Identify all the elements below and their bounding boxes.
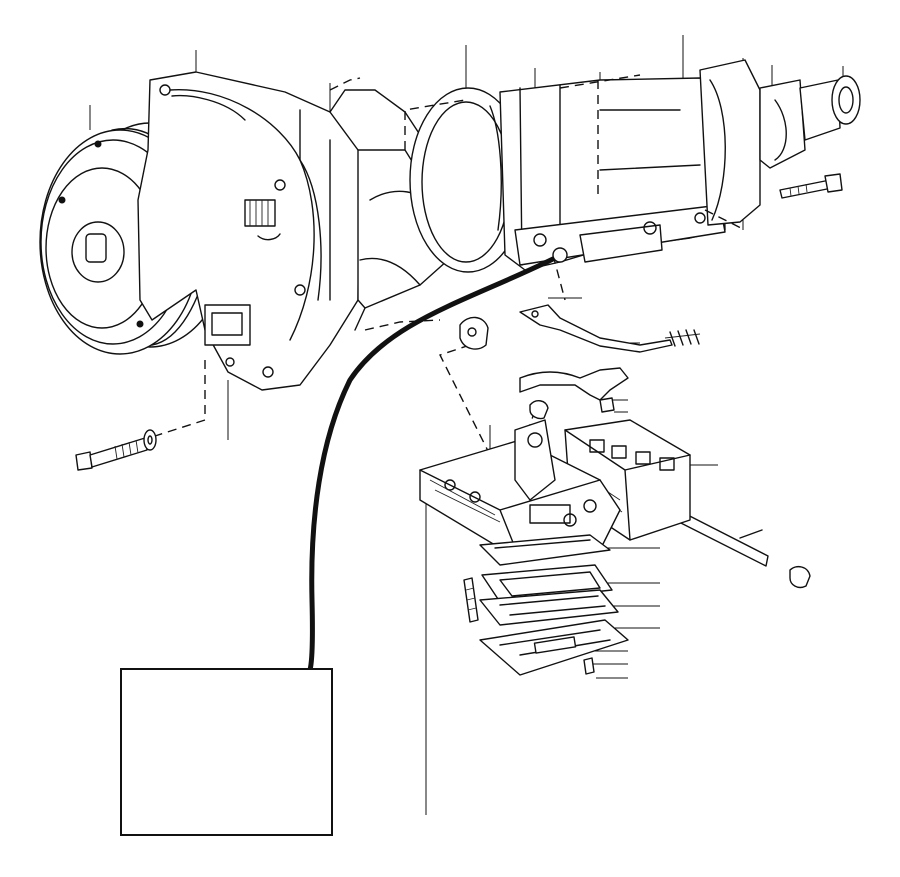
separator-plate [480,535,610,565]
filter-plate [480,590,618,625]
assembly-dash-lines [155,75,745,455]
valve-body-lower [420,420,620,560]
main-case [410,78,725,272]
oil-pan [480,620,628,675]
control-cable [310,248,567,670]
converter-housing [138,72,360,390]
legend-box [121,669,332,835]
shift-linkage [460,305,700,419]
pan-bolts [464,578,594,674]
housing-bolt [76,430,156,470]
extension-housing [700,60,860,225]
extension-bolt [780,174,842,198]
